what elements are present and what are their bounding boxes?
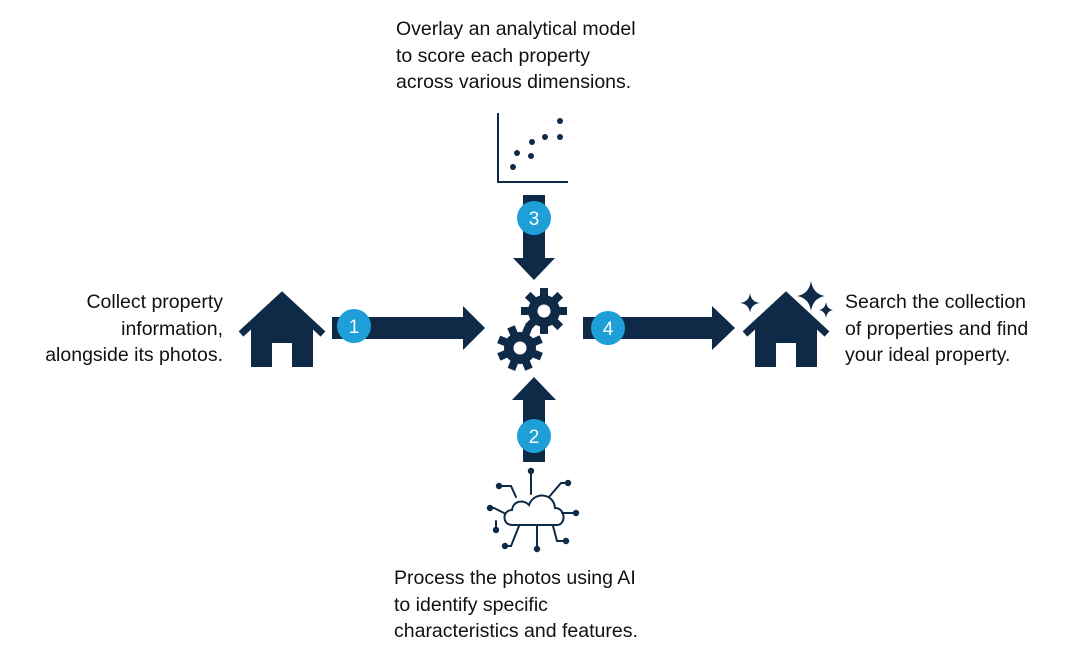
step-2-caption: Process the photos using AI to identify … [394,567,638,642]
svg-text:1: 1 [349,317,360,338]
sparkle-house-icon [740,281,833,367]
scatter-plot-icon [497,113,568,183]
ai-cloud-icon [490,471,576,549]
ai-cloud-nodes [486,467,580,553]
step-4-caption: Search the collection of properties and … [845,291,1029,366]
gears-icon [497,288,567,371]
step-badge-4: 4 [591,311,625,345]
step-badge-2: 2 [517,419,551,453]
step-3-caption: Overlay an analytical model to score eac… [396,18,636,93]
arrow-step-4 [583,306,735,350]
svg-text:4: 4 [603,319,614,340]
step-badge-1: 1 [337,309,371,343]
house-icon [238,291,326,367]
svg-text:2: 2 [529,427,540,448]
step-1-caption: Collect property information, alongside … [45,291,223,366]
arrow-step-1 [332,306,485,350]
step-badge-3: 3 [517,201,551,235]
svg-text:3: 3 [529,209,540,230]
